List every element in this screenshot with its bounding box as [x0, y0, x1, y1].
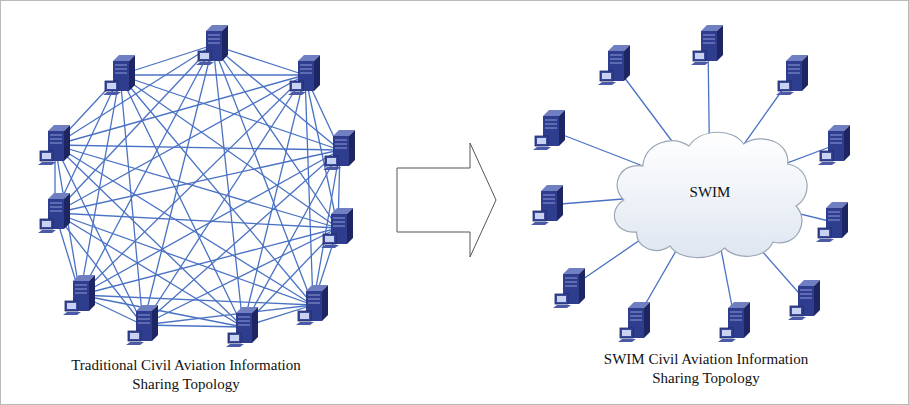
mesh-line [213, 45, 340, 150]
server-icon [226, 307, 258, 347]
mesh-line [55, 75, 305, 213]
mesh-line [55, 145, 243, 327]
server-icon [618, 302, 650, 342]
mesh-line [55, 75, 305, 145]
server-icon [126, 305, 158, 345]
server-icon [323, 130, 355, 170]
server-icon [321, 208, 353, 248]
topology-caption: SWIM Civil Aviation Information Sharing … [588, 350, 824, 388]
mesh-line [213, 45, 338, 228]
server-icon [553, 268, 585, 308]
server-icon [38, 125, 70, 165]
server-icon [38, 193, 70, 233]
transition-arrow [397, 143, 496, 257]
mesh-line [55, 75, 120, 213]
mesh-line [55, 213, 338, 228]
mesh-line [213, 45, 243, 327]
mesh-line [80, 228, 338, 295]
server-icon [533, 110, 565, 150]
server-icon [718, 302, 750, 342]
mesh-links [55, 45, 340, 327]
mesh-line [243, 150, 340, 327]
mesh-line [80, 295, 313, 305]
server-icons [38, 25, 850, 347]
mesh-line [55, 45, 213, 145]
server-icon [63, 275, 95, 315]
server-icon [103, 55, 135, 95]
server-icon [598, 45, 630, 85]
server-icon [776, 55, 808, 95]
node-title: SWIM [690, 184, 731, 201]
server-icon [788, 280, 820, 320]
cloud-node: SWIM [605, 122, 815, 262]
mesh-line [305, 75, 313, 305]
mesh-line [120, 74, 305, 75]
mesh-line [243, 75, 305, 327]
topology-caption: Traditional Civil Aviation Information S… [48, 356, 324, 394]
mesh-line [120, 75, 143, 325]
server-icon [691, 25, 723, 65]
server-icon [288, 55, 320, 95]
server-icon [816, 202, 848, 242]
mesh-line [55, 213, 143, 325]
mesh-line [55, 145, 340, 150]
mesh-line [143, 305, 313, 325]
server-icon [818, 125, 850, 165]
mesh-line [143, 228, 338, 325]
spoke-links [548, 45, 835, 322]
server-icon [296, 285, 328, 325]
server-icon [196, 25, 228, 65]
mesh-line [55, 150, 340, 213]
server-icon [531, 185, 563, 225]
